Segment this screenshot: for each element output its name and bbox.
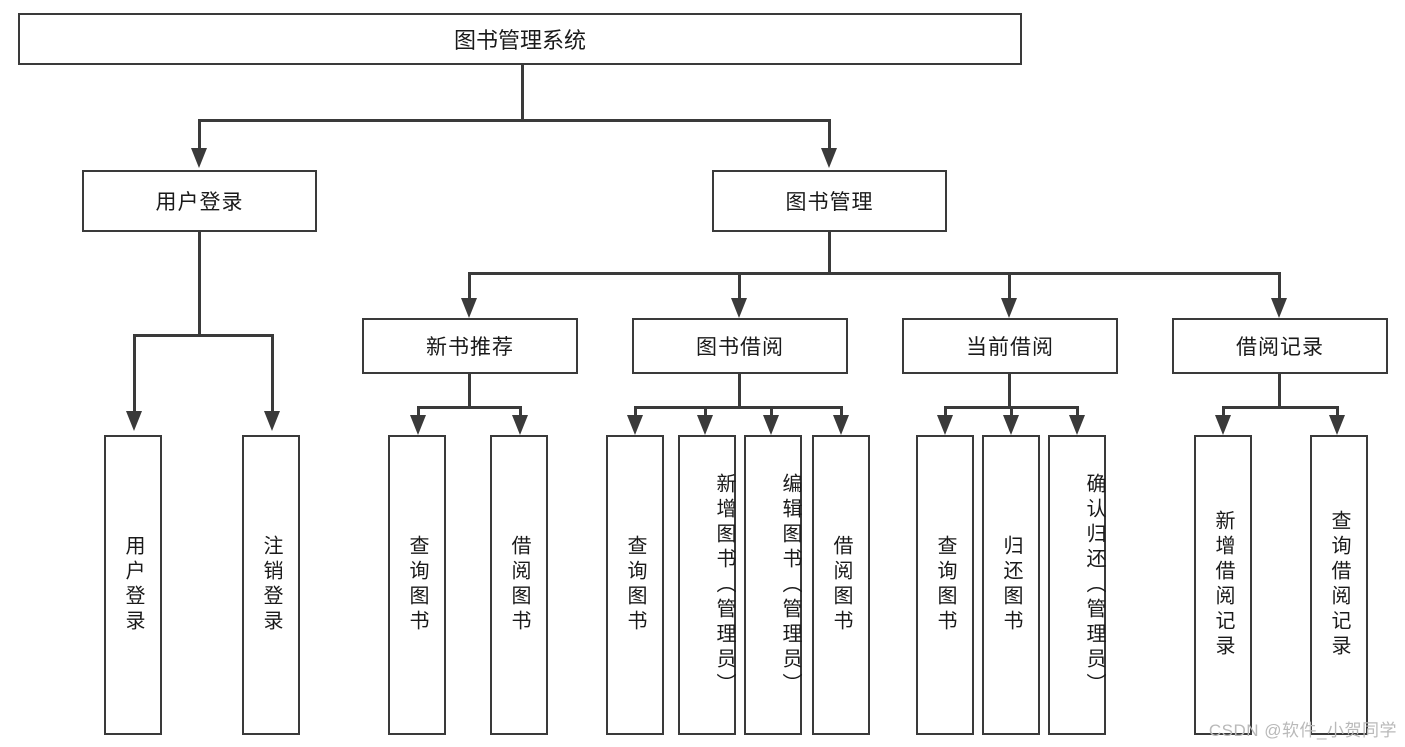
node-new-book-recommend[interactable]: 新书推荐 — [362, 318, 578, 374]
node-book-management[interactable]: 图书管理 — [712, 170, 947, 232]
edge-drop-borrow-record — [1278, 272, 1281, 300]
arrow-cb-return — [1003, 415, 1019, 435]
edge-new-book-bus — [417, 406, 521, 409]
node-label: 用户登录 — [155, 191, 244, 214]
edge-borrow-record-stem — [1278, 374, 1281, 408]
leaf-br-add-record[interactable]: 新增借阅记录 — [1194, 435, 1252, 735]
edge-drop-book-mgmt — [828, 119, 831, 149]
arrow-leaf-logout — [264, 411, 280, 431]
edge-drop-new-book — [468, 272, 471, 300]
node-label: 归还图书 — [1000, 535, 1022, 635]
edge-drop-bb-edit — [770, 406, 773, 418]
node-label: 图书管理系统 — [453, 28, 586, 53]
arrow-bb-add — [697, 415, 713, 435]
arrow-borrow-record — [1271, 298, 1287, 318]
edge-drop-bb-query — [634, 406, 637, 418]
edge-drop-user-login — [198, 119, 201, 149]
node-label: 查询图书 — [934, 535, 956, 635]
edge-drop-bb-borrow — [840, 406, 843, 418]
leaf-bb-edit-book-admin[interactable]: 编辑图书（管理员） — [744, 435, 802, 735]
node-label: 借阅记录 — [1236, 336, 1324, 359]
watermark-text: CSDN @软件_小贺同学 — [1208, 721, 1397, 740]
leaf-cb-query-book[interactable]: 查询图书 — [916, 435, 974, 735]
arrow-cb-query — [937, 415, 953, 435]
edge-current-borrow-stem — [1008, 374, 1011, 408]
leaf-cb-return-book[interactable]: 归还图书 — [982, 435, 1040, 735]
arrow-book-mgmt — [821, 148, 837, 168]
edge-drop-cb-return — [1010, 406, 1013, 418]
edge-level1-bus — [198, 119, 830, 122]
edge-root-stem — [521, 65, 524, 120]
arrow-book-borrow — [731, 298, 747, 318]
arrow-current-borrow — [1001, 298, 1017, 318]
leaf-bb-query-book[interactable]: 查询图书 — [606, 435, 664, 735]
node-label: 图书借阅 — [696, 336, 784, 359]
leaf-cb-confirm-return-admin[interactable]: 确认归还（管理员） — [1048, 435, 1106, 735]
node-label: 新书推荐 — [426, 336, 514, 359]
node-label: 编辑图书（管理员） — [779, 472, 801, 698]
node-label: 图书管理 — [785, 191, 874, 214]
edge-borrow-record-bus — [1222, 406, 1338, 409]
edge-book-borrow-bus — [634, 406, 842, 409]
node-book-borrow[interactable]: 图书借阅 — [632, 318, 848, 374]
node-label: 查询借阅记录 — [1328, 510, 1350, 660]
edge-drop-cb-query — [944, 406, 947, 418]
arrow-new-book — [461, 298, 477, 318]
node-current-borrow[interactable]: 当前借阅 — [902, 318, 1118, 374]
node-label: 查询图书 — [624, 535, 646, 635]
edge-user-login-bus — [133, 334, 274, 337]
edge-level2-bus — [468, 272, 1280, 275]
leaf-bb-borrow-book[interactable]: 借阅图书 — [812, 435, 870, 735]
node-label: 当前借阅 — [966, 336, 1054, 359]
edge-book-mgmt-stem — [828, 232, 831, 274]
arrow-nb-borrow — [512, 415, 528, 435]
arrow-leaf-user-login — [126, 411, 142, 431]
arrow-br-query — [1329, 415, 1345, 435]
edge-new-book-stem — [468, 374, 471, 408]
edge-drop-nb-query — [417, 406, 420, 418]
node-label: 借阅图书 — [508, 535, 530, 635]
edge-drop-leaf-logout — [271, 334, 274, 412]
leaf-logout[interactable]: 注销登录 — [242, 435, 300, 735]
node-label: 新增图书（管理员） — [713, 472, 735, 698]
edge-drop-book-borrow — [738, 272, 741, 300]
edge-drop-br-query — [1336, 406, 1339, 418]
arrow-br-add — [1215, 415, 1231, 435]
leaf-bb-add-book-admin[interactable]: 新增图书（管理员） — [678, 435, 736, 735]
leaf-nb-query-book[interactable]: 查询图书 — [388, 435, 446, 735]
node-label: 借阅图书 — [830, 535, 852, 635]
node-user-login[interactable]: 用户登录 — [82, 170, 317, 232]
arrow-bb-edit — [763, 415, 779, 435]
node-label: 用户登录 — [122, 535, 144, 635]
edge-user-login-stem — [198, 232, 201, 336]
node-label: 新增借阅记录 — [1212, 510, 1234, 660]
arrow-nb-query — [410, 415, 426, 435]
node-root-system[interactable]: 图书管理系统 — [18, 13, 1022, 65]
edge-drop-cb-confirm — [1076, 406, 1079, 418]
edge-drop-nb-borrow — [519, 406, 522, 418]
arrow-user-login — [191, 148, 207, 168]
leaf-user-login[interactable]: 用户登录 — [104, 435, 162, 735]
leaf-nb-borrow-book[interactable]: 借阅图书 — [490, 435, 548, 735]
edge-drop-current-borrow — [1008, 272, 1011, 300]
node-label: 注销登录 — [260, 535, 282, 635]
edge-drop-br-add — [1222, 406, 1225, 418]
arrow-bb-borrow — [833, 415, 849, 435]
edge-book-borrow-stem — [738, 374, 741, 408]
node-label: 确认归还（管理员） — [1083, 472, 1105, 698]
edge-drop-bb-add — [704, 406, 707, 418]
node-borrow-record[interactable]: 借阅记录 — [1172, 318, 1388, 374]
arrow-bb-query — [627, 415, 643, 435]
leaf-br-query-record[interactable]: 查询借阅记录 — [1310, 435, 1368, 735]
arrow-cb-confirm — [1069, 415, 1085, 435]
node-label: 查询图书 — [406, 535, 428, 635]
edge-drop-leaf-user-login — [133, 334, 136, 412]
